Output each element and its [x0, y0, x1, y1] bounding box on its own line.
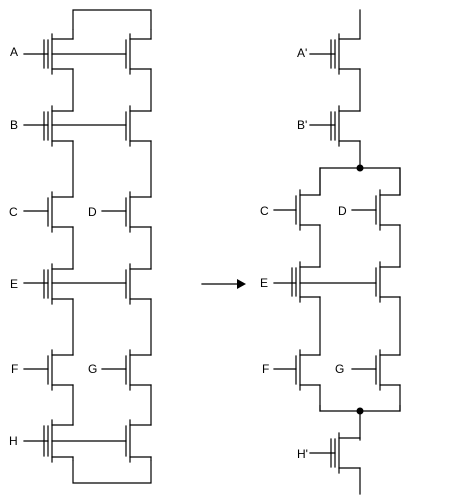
transistor-right-row-c-d	[101, 191, 152, 233]
transistor-right-row-f-g	[101, 349, 152, 391]
label-left-d: D	[88, 205, 97, 219]
transistor-right-row-f-g	[351, 349, 401, 391]
transistor-right-row-e	[125, 263, 152, 305]
transistor-h-prime	[309, 432, 361, 474]
label-right-e: E	[260, 276, 268, 290]
transistor-left-row-f-g	[23, 349, 74, 391]
transistor-right-row-c-d	[351, 189, 401, 231]
transistor-right-row-a	[125, 33, 152, 75]
label-right-g: G	[335, 362, 344, 376]
upper-split-rail	[319, 167, 401, 195]
transistor-left-row-e	[273, 261, 321, 303]
label-left-e: E	[10, 277, 18, 291]
label-right-d: D	[338, 204, 347, 218]
label-left-a: A	[10, 45, 18, 59]
transistor-right-row-b	[125, 105, 152, 147]
label-left-b: B	[10, 118, 18, 132]
transistor-left-row-a	[23, 33, 74, 75]
label-left-g: G	[88, 362, 97, 376]
label-left-f: F	[11, 362, 18, 376]
transistor-right-row-e	[375, 261, 401, 303]
transistor-b-prime	[309, 105, 361, 147]
label-left-c: C	[9, 205, 18, 219]
transistor-left-row-c-d	[273, 189, 321, 231]
label-right-a: A'	[297, 46, 307, 60]
label-right-b: B'	[297, 118, 307, 132]
label-right-f: F	[262, 362, 269, 376]
transistor-left-row-f-g	[273, 349, 321, 391]
restructured-transistor-network	[273, 9, 401, 495]
label-right-h: H'	[297, 447, 308, 461]
transform-arrow	[201, 279, 246, 289]
transistor-right-row-h	[125, 419, 152, 463]
label-right-c: C	[260, 204, 269, 218]
top-rail	[72, 9, 152, 30]
transistor-left-row-c-d	[23, 191, 74, 233]
transistor-a-prime	[309, 33, 361, 75]
arrow-head	[237, 279, 246, 289]
transistor-left-row-e	[23, 263, 74, 305]
bottom-rail	[72, 460, 152, 484]
original-transistor-network	[23, 9, 152, 484]
label-left-h: H	[9, 434, 18, 448]
transistor-left-row-b	[23, 105, 74, 147]
